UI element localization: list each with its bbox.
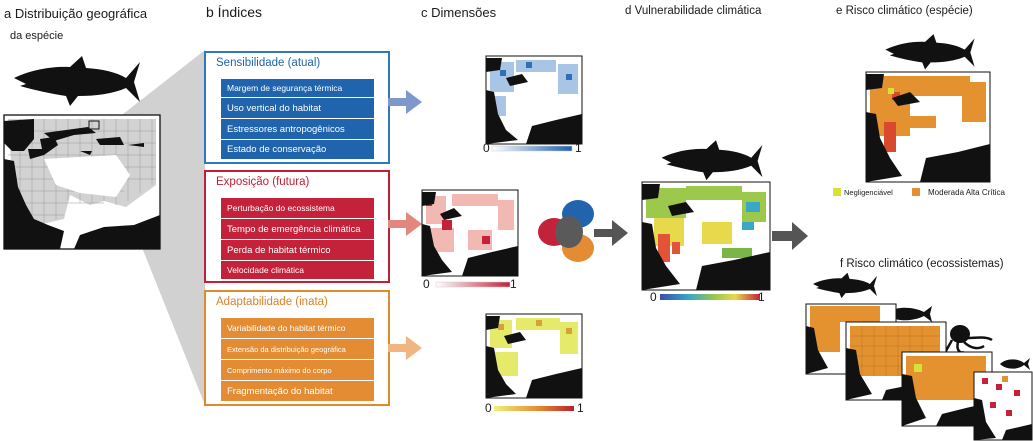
legend-negligible-label: Negligenciável bbox=[844, 188, 893, 197]
adaptability-row: Fragmentação do habitat bbox=[221, 381, 374, 401]
vulnerability-scale-bar bbox=[660, 294, 760, 300]
yellow-scale-min: 0 bbox=[485, 401, 492, 415]
red-scale-min: 0 bbox=[423, 277, 430, 291]
adaptability-box: Adaptabilidade (inata) Variabilidade do … bbox=[204, 290, 390, 406]
sensitivity-map bbox=[485, 55, 583, 145]
sensitivity-row: Estado de conservação bbox=[221, 140, 374, 159]
adaptability-row: Variabilidade do habitat térmico bbox=[221, 318, 374, 338]
sensitivity-box: Sensibilidade (atual) Margem de seguranç… bbox=[204, 51, 390, 164]
exposure-row: Perturbação do ecossistema bbox=[221, 198, 374, 218]
venn-icon bbox=[538, 200, 594, 262]
blue-scale-bar bbox=[491, 145, 573, 152]
panel-a-subtitle: da espécie bbox=[10, 30, 64, 42]
panel-f-title: f Risco climático (ecossistemas) bbox=[840, 258, 1004, 270]
panel-b-title: b Índices bbox=[206, 4, 263, 20]
tuna-icon bbox=[886, 306, 932, 322]
adaptability-heading: Adaptabilidade (inata) bbox=[216, 296, 328, 308]
octopus-icon bbox=[944, 325, 993, 355]
arrow-icon bbox=[388, 212, 422, 236]
shark-icon bbox=[661, 140, 763, 181]
shark-icon bbox=[14, 56, 140, 106]
species-range-map bbox=[3, 114, 161, 250]
sensitivity-row: Uso vertical do habitat bbox=[221, 98, 374, 118]
exposure-map bbox=[421, 189, 519, 277]
exposure-row: Perda de habitat térmico bbox=[221, 240, 374, 260]
arrow-icon bbox=[594, 220, 628, 246]
exposure-box: Exposição (futura) Perturbação do ecossi… bbox=[204, 170, 390, 283]
shark-icon bbox=[885, 34, 975, 70]
panel-d-title: d Vulnerabilidade climática bbox=[625, 5, 762, 17]
legend-negligible-swatch bbox=[833, 188, 841, 196]
legend-risk-levels-label: Moderada Alta Crítica bbox=[928, 188, 1005, 197]
panel-a-title: a Distribuição geográfica bbox=[4, 6, 148, 21]
red-scale-bar bbox=[435, 281, 511, 288]
panel-e-title: e Risco climático (espécie) bbox=[836, 5, 973, 17]
vulnerability-scale-max: 1 bbox=[758, 290, 765, 304]
exposure-row: Tempo de emergência climática bbox=[221, 219, 374, 239]
yellow-scale-bar bbox=[494, 406, 574, 411]
arrow-icon bbox=[388, 336, 422, 360]
shark-icon bbox=[813, 272, 877, 299]
adaptability-row: Extensão da distribuição geográfica bbox=[221, 339, 374, 359]
legend-moderate-swatch bbox=[912, 188, 920, 196]
vulnerability-scale-min: 0 bbox=[650, 290, 657, 304]
vulnerability-map bbox=[641, 181, 771, 291]
red-scale-max: 1 bbox=[510, 277, 517, 291]
exposure-row: Velocidade climática bbox=[221, 261, 374, 279]
sensitivity-heading: Sensibilidade (atual) bbox=[216, 57, 321, 69]
blue-scale-min: 0 bbox=[483, 141, 490, 155]
adaptability-row: Comprimento máximo do corpo bbox=[221, 360, 374, 380]
blue-scale-max: 1 bbox=[575, 141, 582, 155]
arrow-icon bbox=[772, 222, 808, 250]
sensitivity-row: Estressores antropogênicos bbox=[221, 119, 374, 139]
exposure-heading: Exposição (futura) bbox=[216, 176, 310, 188]
species-risk-map bbox=[865, 71, 991, 183]
arrow-icon bbox=[388, 90, 422, 114]
ecosystem-risk-maps bbox=[805, 303, 1033, 441]
sensitivity-row: Margem de segurança térmica bbox=[221, 79, 374, 97]
adaptability-map bbox=[485, 313, 583, 399]
fish-icon bbox=[1000, 358, 1030, 370]
yellow-scale-max: 1 bbox=[577, 401, 584, 415]
panel-c-title: c Dimensões bbox=[421, 5, 497, 20]
